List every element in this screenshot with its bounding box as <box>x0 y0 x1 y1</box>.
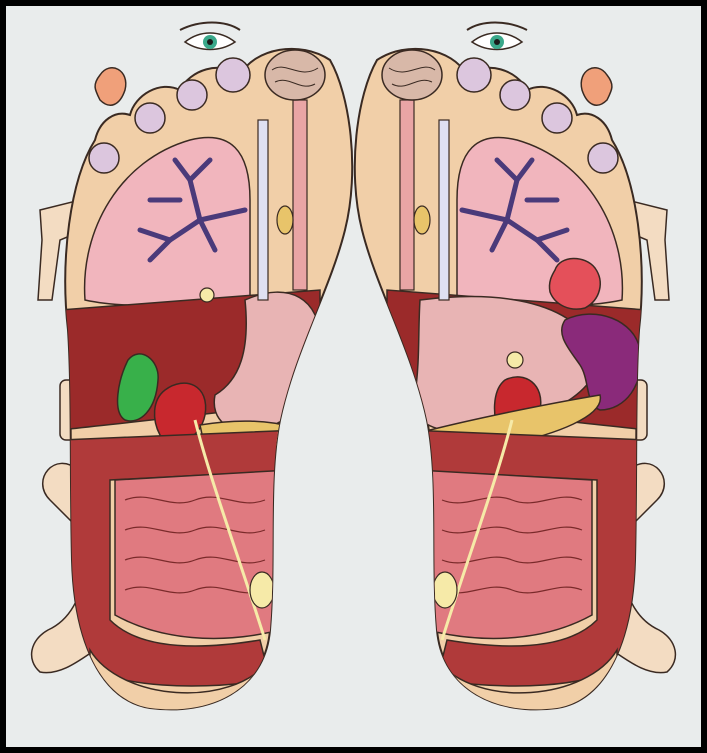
small-intestine-icon <box>115 470 290 638</box>
brain-icon <box>382 50 442 100</box>
left-foot <box>32 23 353 721</box>
brain-icon <box>265 50 325 100</box>
thyroid-icon <box>277 206 293 234</box>
esophagus-icon <box>400 100 414 290</box>
bladder-icon <box>250 572 274 608</box>
eye-icon <box>180 23 240 50</box>
toe-sinus-icon <box>216 58 250 92</box>
ear-icon <box>581 68 612 105</box>
eye-icon <box>467 23 527 50</box>
trachea-icon <box>439 120 449 300</box>
thyroid-icon <box>414 206 430 234</box>
adrenal-icon <box>200 288 214 302</box>
toe-sinus-icon <box>135 103 165 133</box>
toe-sinus-icon <box>89 143 119 173</box>
toe-sinus-icon <box>500 80 530 110</box>
esophagus-icon <box>293 100 307 290</box>
toe-sinus-icon <box>542 103 572 133</box>
trachea-icon <box>258 120 268 300</box>
toe-sinus-icon <box>588 143 618 173</box>
adrenal-icon <box>507 352 523 368</box>
ear-icon <box>95 68 126 105</box>
toe-sinus-icon <box>177 80 207 110</box>
heart-icon <box>549 258 600 309</box>
toe-sinus-icon <box>457 58 491 92</box>
small-intestine-icon <box>417 470 592 638</box>
bladder-icon <box>433 572 457 608</box>
right-foot <box>355 23 676 721</box>
